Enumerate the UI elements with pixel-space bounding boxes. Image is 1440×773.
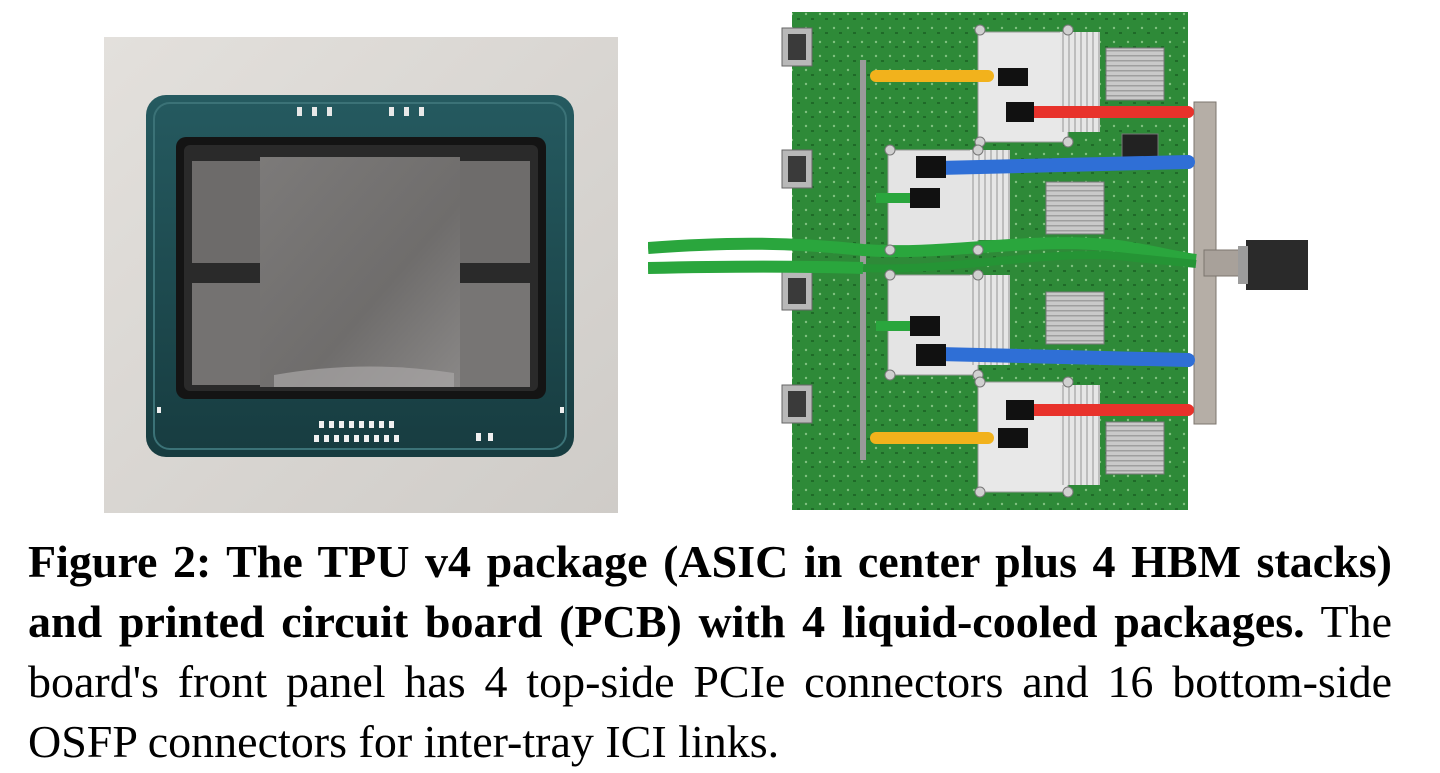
figure-label: Figure 2: [28, 536, 212, 587]
pump-motor [1246, 240, 1308, 290]
tpu-package-photo [104, 37, 618, 513]
figure-caption: Figure 2: The TPU v4 package (ASIC in ce… [28, 532, 1392, 772]
hbm-stack [460, 283, 530, 387]
hbm-stack [460, 161, 530, 263]
asic-die [260, 157, 460, 387]
hbm-stack [192, 283, 264, 385]
figure-body: The board's front panel has 4 top-side P… [28, 596, 1392, 767]
pcb-board-photo [648, 12, 1308, 510]
figure-title: The TPU v4 package (ASIC in center plus … [28, 536, 1392, 647]
hbm-stack [192, 161, 264, 263]
